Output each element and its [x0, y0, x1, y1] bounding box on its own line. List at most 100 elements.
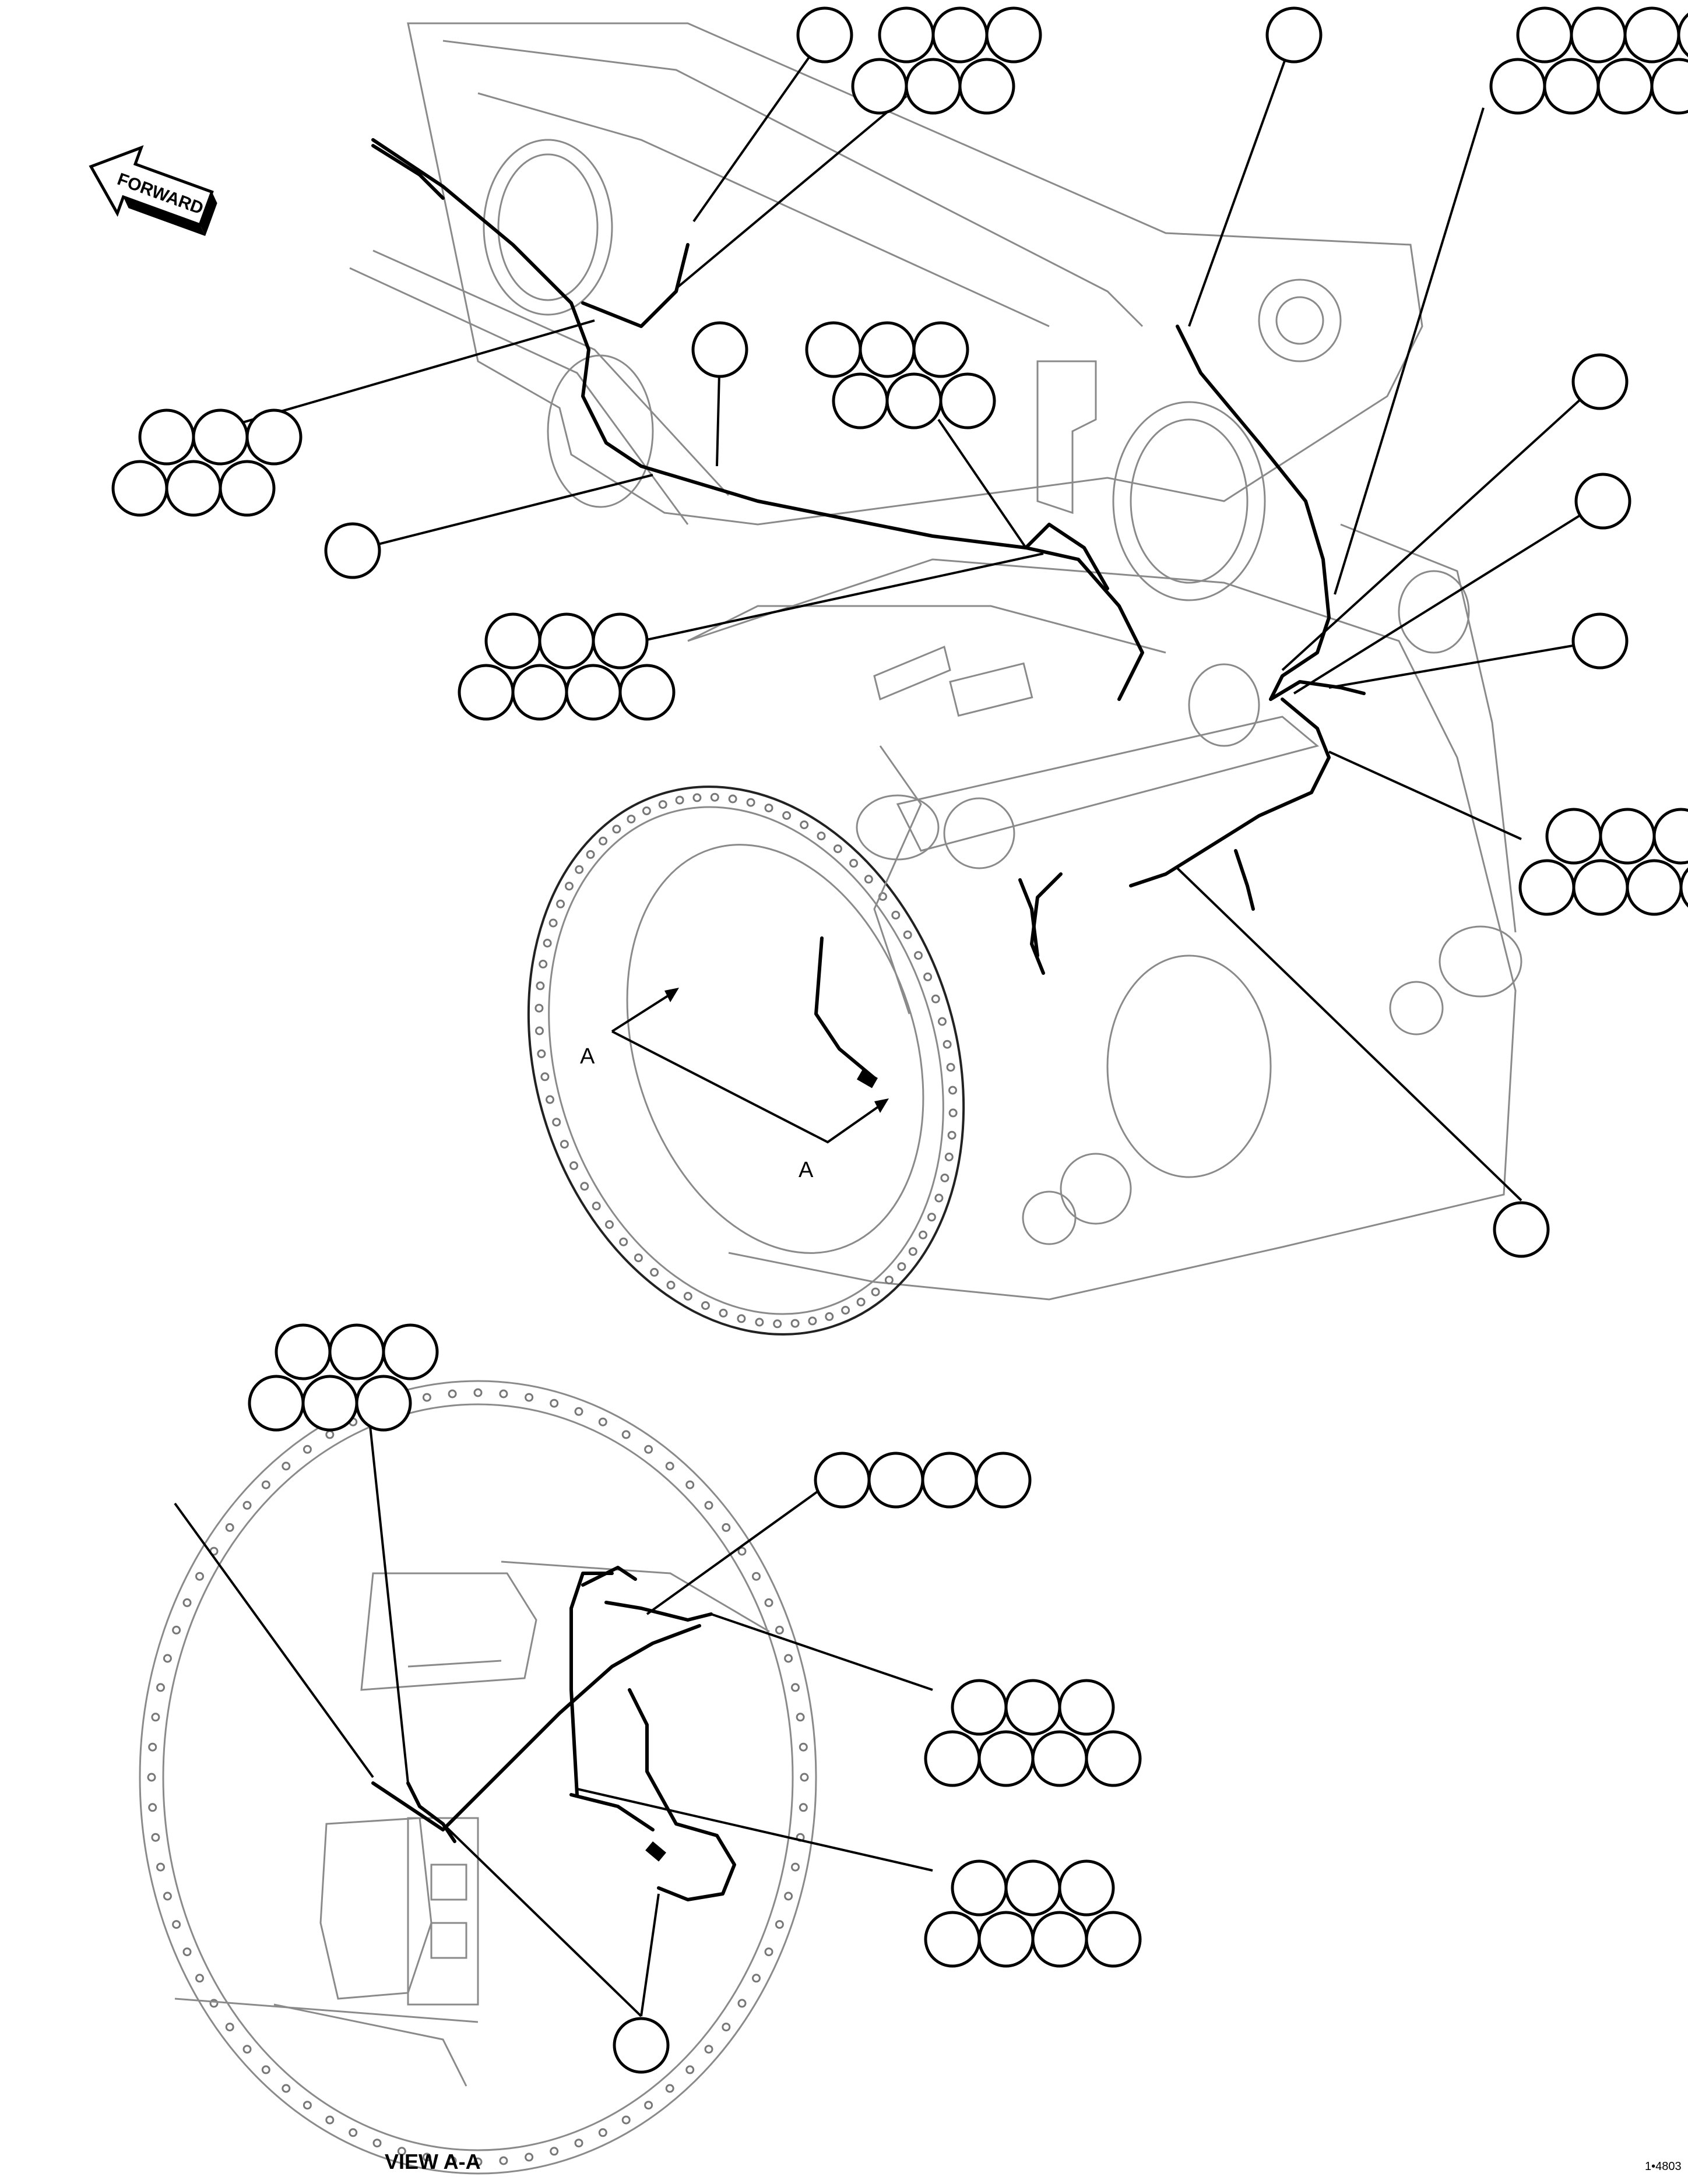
- bolt-hole: [163, 1891, 172, 1901]
- bolt-hole: [448, 1389, 457, 1399]
- callout-bubble: [382, 1323, 439, 1380]
- bolt-hole: [546, 1095, 554, 1104]
- bolt-hole: [903, 930, 912, 939]
- bolt-hole: [908, 1247, 917, 1256]
- bolt-hole: [282, 1461, 291, 1471]
- bolt-hole: [303, 2101, 312, 2110]
- bolt-hole: [775, 1920, 784, 1929]
- bolt-hole: [871, 1287, 880, 1297]
- bolt-hole: [791, 1683, 800, 1692]
- forward-arrow: FORWARD: [89, 145, 217, 237]
- bolt-hole: [282, 2084, 291, 2093]
- bolt-hole: [621, 2115, 631, 2125]
- callout-bubble: [355, 1375, 412, 1432]
- bolt-hole: [261, 2065, 270, 2074]
- bolt-hole: [940, 1174, 950, 1182]
- callout-group-g9: [1574, 473, 1631, 530]
- callout-group-g17: [814, 1452, 1032, 1509]
- bolt-hole: [349, 2128, 358, 2137]
- callout-bubble: [592, 612, 649, 670]
- callout-group-g19: [924, 1859, 1142, 1968]
- bolt-hole: [592, 1202, 601, 1211]
- bolt-hole: [800, 820, 809, 829]
- callout-bubble: [1596, 58, 1654, 115]
- bolt-hole: [665, 1461, 674, 1471]
- callout-bubble: [1004, 1679, 1061, 1736]
- callout-bubble: [511, 664, 568, 721]
- callout-group-g10: [1571, 612, 1629, 670]
- callout-group-g18: [924, 1679, 1142, 1787]
- bolt-hole: [685, 1480, 695, 1489]
- bolt-hole: [782, 811, 792, 820]
- bolt-hole: [841, 1306, 850, 1315]
- callout-group-g14: [1518, 808, 1688, 916]
- callout-group-g13: [1493, 1201, 1550, 1258]
- bolt-hole: [599, 836, 608, 846]
- callout-bubble: [958, 58, 1015, 115]
- bolt-hole: [261, 1480, 270, 1489]
- callout-bubble: [538, 612, 595, 670]
- bolt-hole: [575, 865, 584, 874]
- callout-group-g4: [1489, 6, 1688, 115]
- bolt-hole: [195, 1974, 204, 1983]
- callout-bubble: [691, 321, 748, 378]
- bolt-hole: [225, 2023, 234, 2032]
- callout-bubble: [565, 664, 622, 721]
- callout-bubble: [912, 321, 969, 378]
- callout-group-g20: [613, 2017, 670, 2074]
- callout-bubble: [1650, 58, 1688, 115]
- bolt-hole: [151, 1713, 160, 1722]
- bolt-hole: [919, 1230, 927, 1239]
- bolt-hole: [644, 2101, 653, 2110]
- callout-bubble: [1572, 859, 1629, 916]
- bolt-hole: [934, 1193, 944, 1203]
- bolt-hole: [923, 972, 933, 981]
- callout-group-g7: [805, 321, 996, 429]
- callout-bubble: [1493, 1201, 1550, 1258]
- corner-code: 1•4803: [1645, 2160, 1682, 2173]
- bolt-hole: [325, 1430, 335, 1439]
- bolt-hole: [927, 1213, 936, 1222]
- bolt-hole: [550, 1399, 559, 1408]
- bolt-hole: [574, 2139, 583, 2148]
- callout-group-g12: [324, 522, 381, 579]
- bolt-hole: [665, 2084, 674, 2093]
- callout-bubble: [796, 6, 853, 64]
- callout-bubble: [1518, 859, 1576, 916]
- callout-bubble: [975, 1452, 1032, 1509]
- bolt-ring-lower: [147, 1388, 809, 2167]
- bolt-hole: [605, 1220, 614, 1229]
- callout-bubble: [1626, 859, 1683, 916]
- bolt-hole: [719, 1308, 728, 1318]
- bolt-hole: [737, 1547, 747, 1556]
- bolt-hole: [944, 1153, 954, 1161]
- callout-bubble: [814, 1452, 871, 1509]
- bolt-hole: [448, 2156, 457, 2165]
- bolt-hole: [151, 1833, 160, 1842]
- callout-bubble: [1031, 1911, 1088, 1968]
- bolt-hole: [540, 1072, 550, 1082]
- callout-bubble: [951, 1679, 1008, 1736]
- callout-bubble: [905, 58, 962, 115]
- callout-bubble: [867, 1452, 924, 1509]
- bolt-hole: [550, 2147, 559, 2156]
- callout-group-g5: [111, 408, 303, 517]
- bolt-hole: [800, 1773, 809, 1782]
- callout-bubble: [248, 1375, 305, 1432]
- bolt-hole: [722, 2023, 731, 2032]
- callout-bubble: [613, 2017, 670, 2074]
- callout-bubble: [1571, 612, 1629, 670]
- bolt-hole: [182, 1947, 192, 1957]
- callout-bubble: [1085, 1730, 1142, 1787]
- bolt-hole: [737, 1999, 747, 2008]
- bolt-hole: [692, 793, 702, 802]
- bolt-hole: [946, 1063, 955, 1072]
- bolt-hole: [825, 1312, 834, 1321]
- bolt-hole: [737, 1314, 746, 1323]
- callout-bubble: [458, 664, 515, 721]
- callout-group-g3: [1265, 6, 1323, 64]
- bolt-hole: [752, 1974, 761, 1983]
- callout-bubble: [1652, 808, 1688, 865]
- callout-bubble: [111, 460, 168, 517]
